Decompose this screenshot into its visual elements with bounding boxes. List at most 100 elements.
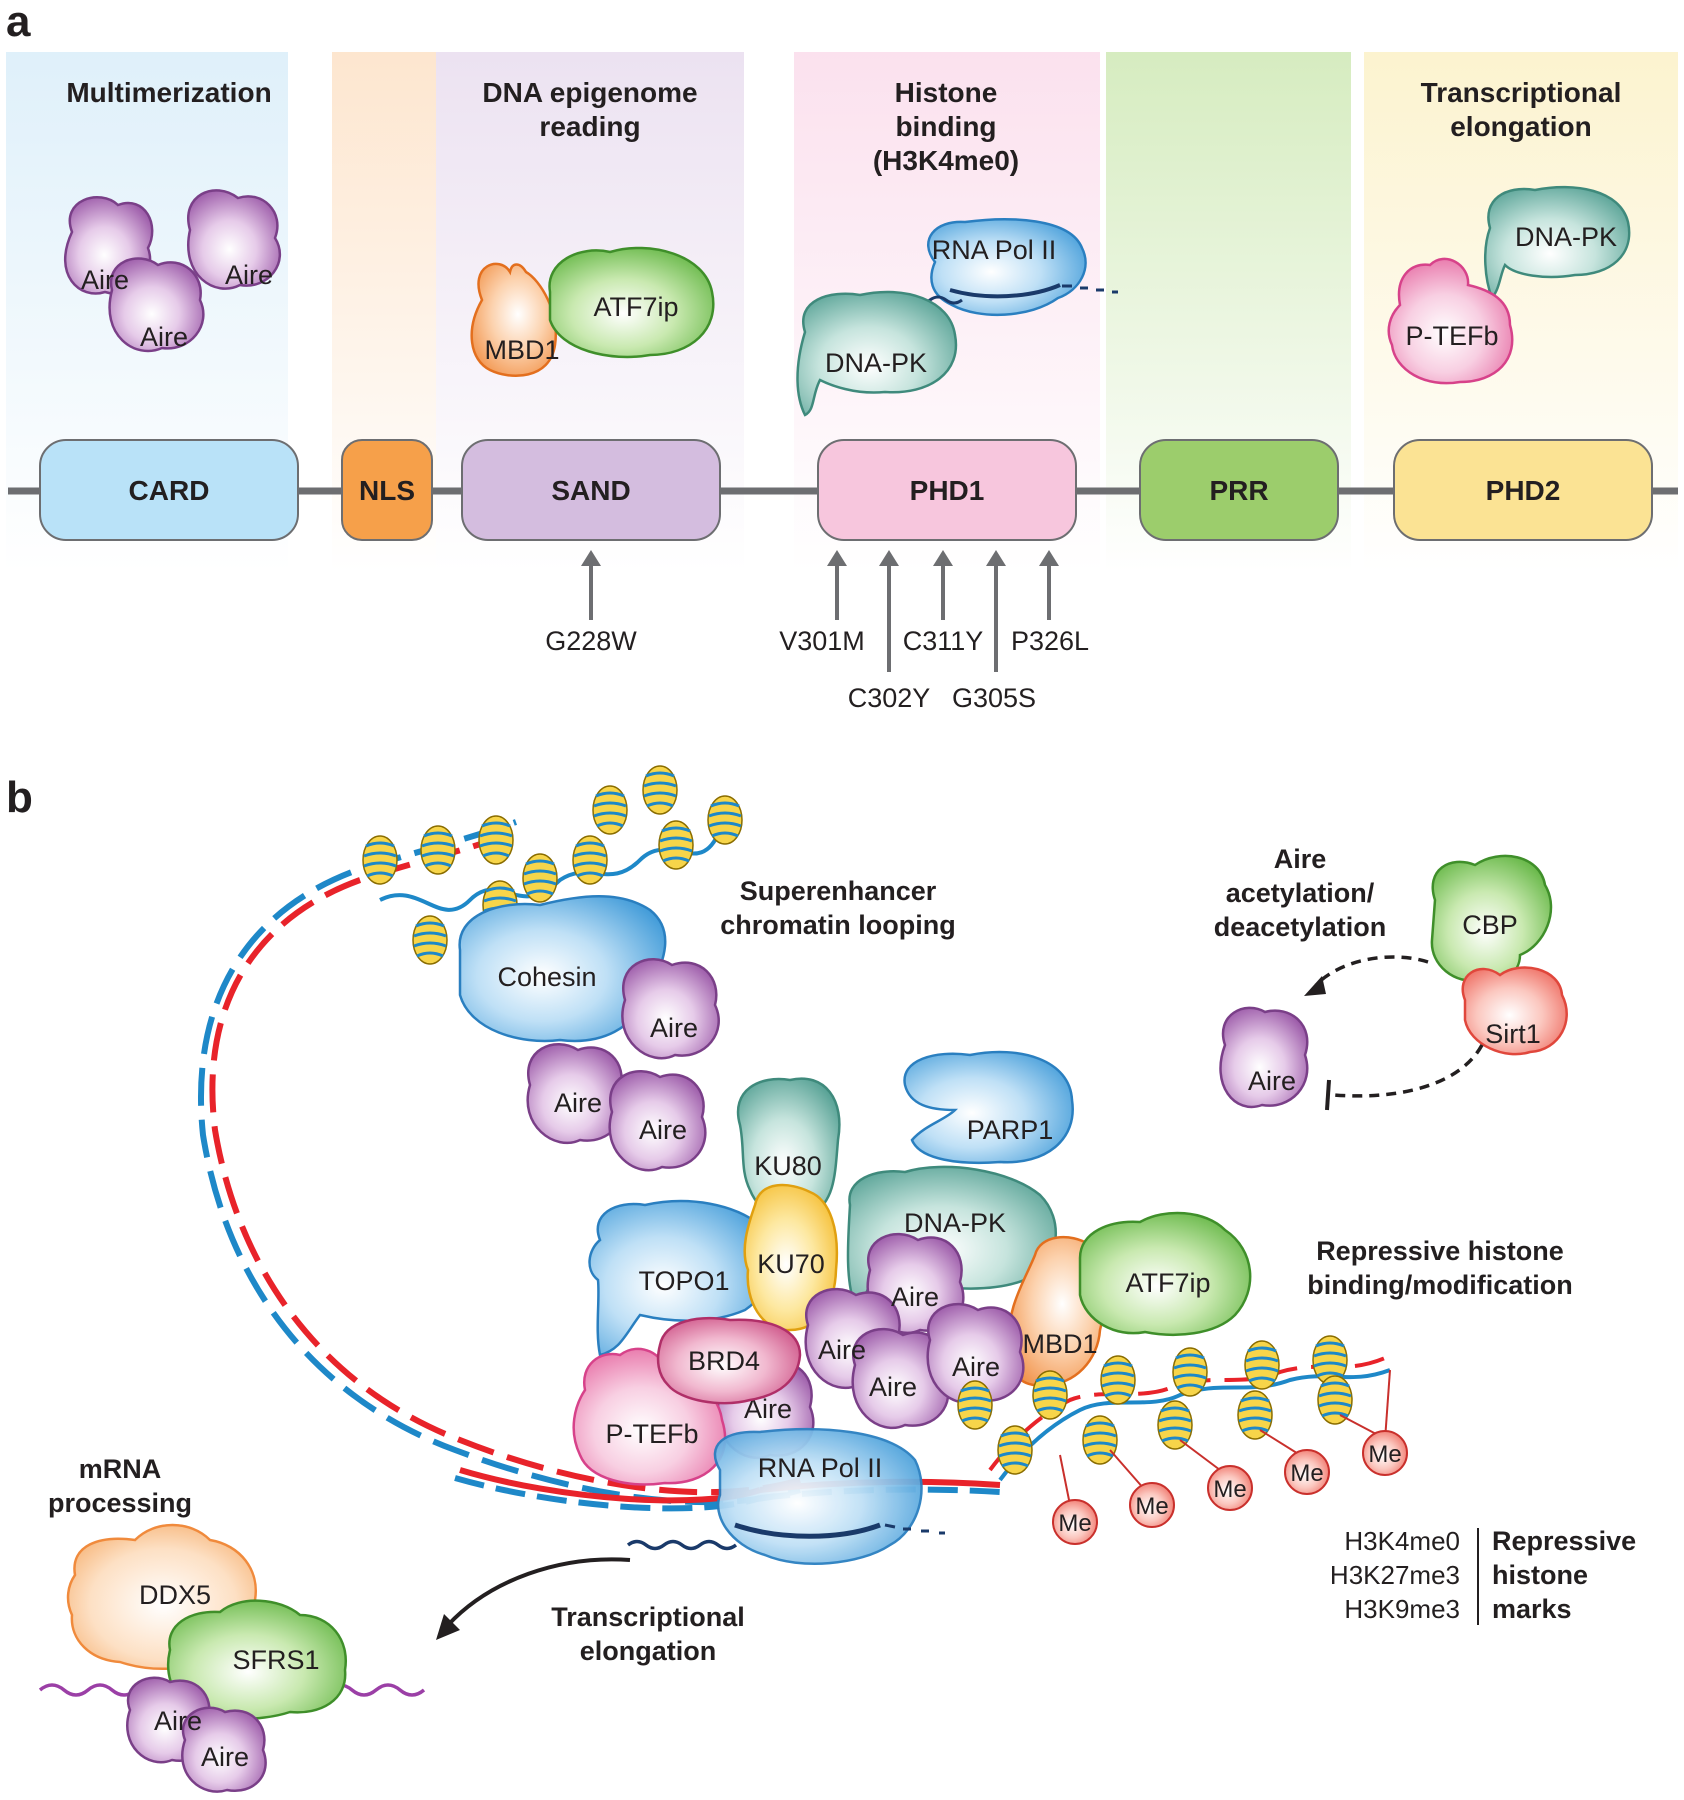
- dna-pk-label-b: DNA-PK: [904, 1208, 1006, 1238]
- me-label-4: Me: [1290, 1460, 1323, 1487]
- parp1: PARP1: [903, 1050, 1074, 1165]
- me-label-1: Me: [1058, 1510, 1091, 1537]
- brd4-label: BRD4: [688, 1346, 760, 1376]
- domain-nls: NLS: [341, 439, 433, 541]
- label-repressive-line2: binding/modification: [1307, 1270, 1572, 1300]
- domain-sand-label: SAND: [551, 475, 630, 506]
- mutation-g305s: G305S: [952, 683, 1036, 713]
- methyl-marks: Me Me Me Me Me: [1052, 1430, 1408, 1545]
- domain-sand: SAND: [461, 439, 721, 541]
- label-acetylation-line1: Aire: [1274, 844, 1327, 874]
- domain-phd1: PHD1: [817, 439, 1077, 541]
- mbd1-label-b: MBD1: [1022, 1329, 1097, 1359]
- mutation-c302y: C302Y: [848, 683, 931, 713]
- topo1-label: TOPO1: [638, 1266, 729, 1296]
- rna-pol-ii-label-b: RNA Pol II: [758, 1453, 883, 1483]
- mbd1-atf7ip-complex-a: ATF7ip MBD1: [470, 246, 715, 377]
- aire-label-b2: Aire: [554, 1088, 602, 1118]
- me-label-3: Me: [1213, 1476, 1246, 1503]
- parp1-blob: [903, 1050, 1074, 1165]
- mark-histone: histone: [1492, 1560, 1588, 1590]
- header-histone-line1: Histone: [895, 77, 998, 108]
- mark-marks: marks: [1492, 1594, 1572, 1624]
- rna-pol-ii-label-a: RNA Pol II: [932, 235, 1057, 265]
- label-elongation-line2: elongation: [580, 1636, 717, 1666]
- mbd1-label-a: MBD1: [484, 335, 559, 365]
- dna-strand-red: [209, 827, 801, 1496]
- label-mrna-line1: mRNA: [79, 1454, 162, 1484]
- aire-blob-a3: [108, 257, 205, 353]
- aire-label-b1: Aire: [650, 1013, 698, 1043]
- dna-pk-ptefb-complex-a: DNA-PK P-TEFb: [1387, 185, 1631, 385]
- topo1: TOPO1: [588, 1199, 774, 1357]
- p-tefb-blob-a: [1387, 257, 1514, 385]
- aire-blob-a2: [187, 189, 282, 290]
- mutation-g228w: G228W: [545, 626, 637, 656]
- aire-label-b3: Aire: [639, 1115, 687, 1145]
- aire-label-a3: Aire: [140, 322, 188, 352]
- aire-label-c2: Aire: [818, 1335, 866, 1365]
- brd4-blob: [656, 1317, 802, 1405]
- domain-prr-label: PRR: [1209, 475, 1268, 506]
- aire-label-a2: Aire: [225, 260, 273, 290]
- domain-phd2-label: PHD2: [1486, 475, 1561, 506]
- label-superenhancer-line2: chromatin looping: [720, 910, 956, 940]
- acetylation-arrow: [1314, 955, 1429, 987]
- sirt1-blob: [1461, 966, 1568, 1056]
- cbp-label: CBP: [1462, 910, 1518, 940]
- ddx5-label: DDX5: [139, 1580, 211, 1610]
- histone-marks-legend: H3K4me0 H3K27me3 H3K9me3 Repressive hist…: [1330, 1526, 1636, 1625]
- sirt1-label: Sirt1: [1485, 1019, 1541, 1049]
- aire-label-m2: Aire: [201, 1742, 249, 1772]
- aire-label-acetyl: Aire: [1248, 1066, 1296, 1096]
- label-repressive-line1: Repressive histone: [1316, 1236, 1564, 1266]
- elongation-arrow: [446, 1557, 631, 1627]
- label-superenhancer-line1: Superenhancer: [740, 876, 937, 906]
- aire-acetylation-target: Aire: [1219, 1006, 1309, 1109]
- aire-label-a1: Aire: [81, 265, 129, 295]
- domain-prr: PRR: [1139, 439, 1339, 541]
- header-dna-epigenome-line1: DNA epigenome: [482, 77, 697, 108]
- p-tefb-label-b: P-TEFb: [605, 1419, 698, 1449]
- ku70: KU70: [743, 1183, 839, 1332]
- panel-a-letter: a: [6, 0, 31, 46]
- domain-card-label: CARD: [129, 475, 210, 506]
- ku70-label: KU70: [757, 1249, 825, 1279]
- mutation-p326l: P326L: [1011, 626, 1089, 656]
- deacetylation-inhibit: [1333, 1044, 1484, 1098]
- mark-repressive: Repressive: [1492, 1526, 1636, 1556]
- ku80-blob: [736, 1077, 841, 1223]
- cohesin-blob: [458, 895, 667, 1043]
- cbp-sirt1-complex: CBP Sirt1: [1430, 854, 1568, 1056]
- aire-label-c1: Aire: [891, 1282, 939, 1312]
- mutation-arrows: [581, 550, 1059, 672]
- p-tefb-label-a: P-TEFb: [1405, 321, 1498, 351]
- cohesin-label: Cohesin: [497, 962, 596, 992]
- rna-pol-ii-b: RNA Pol II: [626, 1427, 945, 1565]
- dna-pk-label-a1: DNA-PK: [825, 348, 927, 378]
- header-multimerization: Multimerization: [66, 77, 271, 108]
- label-mrna-line2: processing: [48, 1488, 192, 1518]
- domain-nls-label: NLS: [359, 475, 415, 506]
- rna-pol-ii-blob-b: [713, 1427, 923, 1565]
- atf7ip-label-a: ATF7ip: [593, 292, 678, 322]
- topo1-blob: [588, 1199, 774, 1357]
- me-label-2: Me: [1135, 1493, 1168, 1520]
- ptefb-brd4-complex: BRD4 P-TEFb: [572, 1317, 802, 1486]
- sfrs1-label: SFRS1: [232, 1645, 319, 1675]
- nucleosome-chain-right: [956, 1334, 1391, 1506]
- atf7ip-label-b: ATF7ip: [1125, 1268, 1210, 1298]
- mrna-processing-complex: DDX5 SFRS1 Aire Aire: [38, 1523, 426, 1793]
- header-elongation-line1: Transcriptional: [1421, 77, 1622, 108]
- mark-h3k4me0: H3K4me0: [1344, 1526, 1460, 1556]
- domain-phd2: PHD2: [1393, 439, 1653, 541]
- nucleosome-chain-top: [361, 764, 744, 966]
- panel-b-letter: b: [6, 773, 33, 822]
- mbd1-atf7ip-complex-b: ATF7ip MBD1: [1007, 1211, 1252, 1387]
- ku80: KU80: [736, 1077, 841, 1223]
- dna-pk-blob-a1: [796, 290, 958, 417]
- domain-card: CARD: [39, 439, 299, 541]
- header-histone-line3: (H3K4me0): [873, 145, 1019, 176]
- header-histone-line2: binding: [895, 111, 996, 142]
